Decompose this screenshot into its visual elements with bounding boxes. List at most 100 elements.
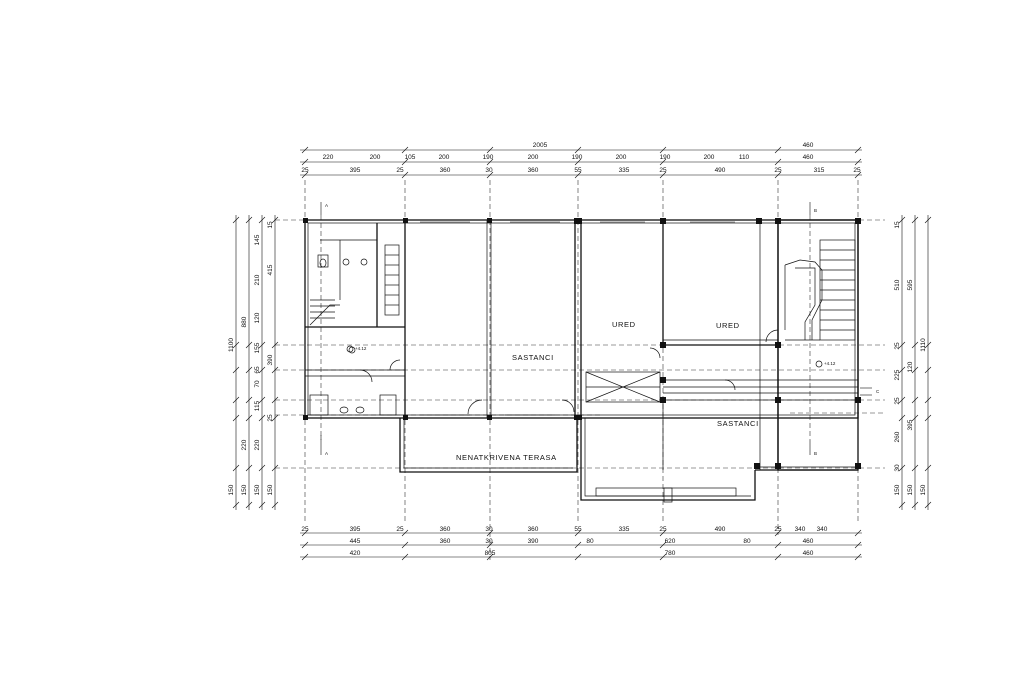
dim-top-detail: 25 [659,167,667,174]
section-mark-a-bottom: A [325,451,328,456]
dim-left-detail: 150 [254,484,261,495]
dim-bottom-mid: 460 [803,538,814,545]
dim-right-total: 150 [920,484,927,495]
dimension-tick [574,553,582,561]
dim-left-fine: 15 [267,221,274,229]
dim-top-mid: 110 [739,154,750,161]
section-mark-b-bottom: B [814,451,817,456]
dimension-tick [486,171,494,179]
dim-left-detail: 210 [254,274,261,285]
dimension-tick [911,464,919,472]
dimension-tick [854,158,862,166]
dim-top-mid: 200 [616,154,627,161]
dim-top-mid: 200 [704,154,715,161]
dimension-tick [659,541,667,549]
dim-right-detail: 25 [894,397,901,405]
dimension-tick [854,553,862,561]
dimension-lines [235,149,929,558]
dimension-tick [245,501,253,509]
dim-right-total: 1110 [920,338,927,352]
dimension-tick [271,216,279,224]
dimension-tick [924,341,932,349]
stairs-left [309,244,400,326]
dimension-tick [898,501,906,509]
dimension-tick [898,341,906,349]
dim-left-detail: 220 [254,439,261,450]
dimension-tick [659,158,667,166]
dim-bottom-total: 460 [803,550,814,557]
dimension-tick [898,396,906,404]
dim-bottom-detail: 25 [659,526,667,533]
dimension-tick [401,171,409,179]
dimension-tick [486,529,494,537]
dim-bottom-detail: 490 [715,526,726,533]
dimension-tick [245,216,253,224]
dimension-tick [774,529,782,537]
dim-bottom-detail: 25 [301,526,309,533]
dimension-tick [258,464,266,472]
section-mark-c: C [876,389,880,394]
dim-top-detail: 395 [350,167,361,174]
dimension-tick [232,216,240,224]
dim-bottom-mid: 80 [743,538,751,545]
dimension-tick [854,541,862,549]
dim-right-detail: 260 [894,431,901,442]
level-marker-icon [815,360,823,368]
dimension-tick [245,396,253,404]
terraces [399,418,756,503]
dim-right-mid: 150 [907,484,914,495]
dim-right-mid: 395 [907,419,914,430]
dimension-tick [898,366,906,374]
dimension-tick [232,341,240,349]
dim-top-detail: 315 [814,167,825,174]
dim-right-detail: 30 [894,464,901,472]
level-label-2: +4.12 [824,361,836,366]
dimension-tick [245,414,253,422]
dim-left-mid: 150 [241,484,248,495]
dim-bottom-total: 780 [665,550,676,557]
dimension-tick [911,501,919,509]
dimension-tick [486,541,494,549]
dim-bottom-detail: 360 [528,526,539,533]
dim-right-detail: 25 [894,342,901,350]
void-opening [585,371,661,403]
section-marks: A A B B C [325,203,880,456]
dimension-tick [898,464,906,472]
columns [303,218,861,469]
dim-left-detail: 155 [254,342,261,353]
dimension-tick [271,414,279,422]
dimension-tick [301,171,309,179]
dim-top-detail: 25 [853,167,861,174]
dim-bottom-detail: 360 [440,526,451,533]
dimension-tick [854,529,862,537]
dim-left-detail: 120 [254,312,261,323]
dimension-tick [271,501,279,509]
room-label-ured-2: URED [716,321,740,330]
dim-top-mid: 460 [803,154,814,161]
dim-bottom-detail: 395 [350,526,361,533]
dimension-tick [232,501,240,509]
dim-top-mid: 190 [660,154,671,161]
dimension-tick [232,414,240,422]
dim-left-detail: 70 [254,380,261,388]
dim-left-total: 150 [228,484,235,495]
room-label-ured-1: URED [612,320,636,329]
dimension-tick [574,158,582,166]
dim-top-detail: 30 [485,167,493,174]
dim-bottom-mid: 80 [586,538,594,545]
dim-top-detail: 55 [574,167,582,174]
dim-left-fine: 415 [267,264,274,275]
dim-bottom-mid: 620 [665,538,676,545]
dimension-tick [245,366,253,374]
dim-left-fine: 150 [267,484,274,495]
dim-top-mid: 105 [405,154,416,161]
dim-right-detail: 150 [894,484,901,495]
dim-bottom-mid: 445 [350,538,361,545]
dim-bottom-detail: 340 [795,526,806,533]
section-mark-b-top: B [814,208,817,213]
room-label-terasa: NENATKRIVENA TERASA [456,453,557,462]
dimension-tick [486,146,494,154]
dimension-tick [301,158,309,166]
dim-bottom-total: 420 [350,550,361,557]
